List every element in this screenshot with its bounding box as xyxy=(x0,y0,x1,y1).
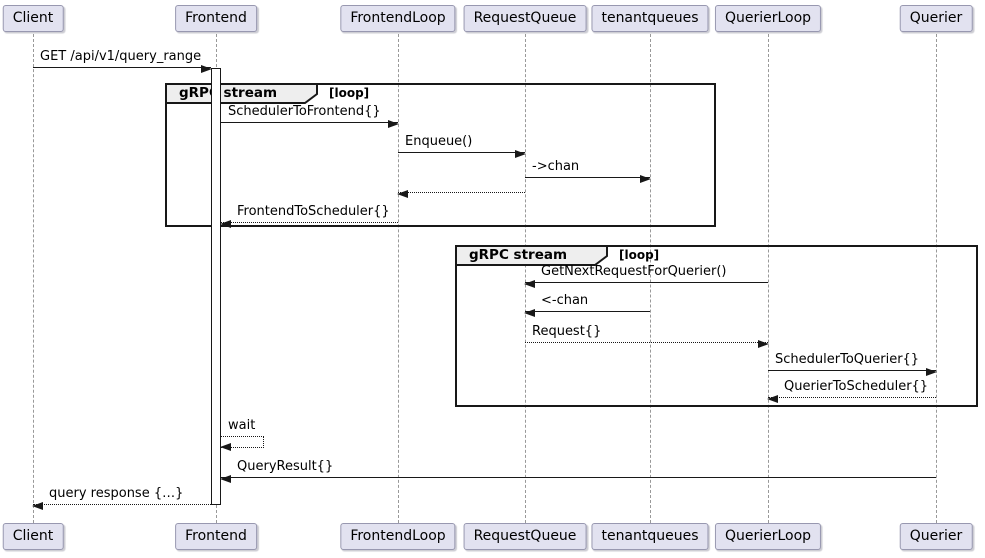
message-to-chan: ->chan xyxy=(525,159,651,183)
message-label: FrontendToScheduler{} xyxy=(237,204,390,219)
message-label: ->chan xyxy=(532,159,580,174)
message-line xyxy=(33,504,211,505)
fragment-title-pentagon-icon xyxy=(455,245,608,266)
participant-querier-top: Querier xyxy=(899,5,973,32)
fragment-grpc-stream-frontend: gRPC stream [loop] xyxy=(165,83,716,227)
lifeline-client xyxy=(33,34,34,523)
message-line xyxy=(525,177,650,178)
message-label: QueryResult{} xyxy=(237,459,334,474)
arrowhead-left-icon xyxy=(220,474,231,483)
lifeline-querierloop xyxy=(768,34,769,523)
lifeline-frontendloop xyxy=(398,34,399,523)
lifeline-querier xyxy=(936,34,937,523)
message-label: wait xyxy=(228,418,256,433)
lifeline-requestqueue xyxy=(525,34,526,523)
message-line xyxy=(398,192,525,193)
arrowhead-left-icon xyxy=(397,189,408,198)
message-request: Request{} xyxy=(525,324,769,348)
message-label: QuerierToScheduler{} xyxy=(784,379,929,394)
message-from-chan: <-chan xyxy=(524,293,650,317)
message-label: GET /api/v1/query_range xyxy=(40,49,202,64)
participant-querier-bottom: Querier xyxy=(899,523,973,550)
participant-tenantqueues-top: tenantqueues xyxy=(591,5,709,32)
message-get-next-request: GetNextRequestForQuerier() xyxy=(524,264,768,288)
arrowhead-right-icon xyxy=(201,64,212,73)
participant-frontend-bottom: Frontend xyxy=(175,523,257,550)
arrowhead-right-icon xyxy=(926,367,937,376)
fragment-operator: [loop] xyxy=(619,248,660,262)
message-label: GetNextRequestForQuerier() xyxy=(541,264,727,279)
participant-querierloop-bottom: QuerierLoop xyxy=(714,523,822,550)
message-line xyxy=(768,397,936,398)
message-line xyxy=(33,67,211,68)
message-label: Request{} xyxy=(532,324,602,339)
message-line xyxy=(221,222,398,223)
participant-requestqueue-bottom: RequestQueue xyxy=(463,523,587,550)
message-enqueue: Enqueue() xyxy=(398,134,526,158)
arrowhead-left-icon xyxy=(524,308,535,317)
participant-querierloop-top: QuerierLoop xyxy=(714,5,822,32)
message-line xyxy=(221,122,398,123)
participant-requestqueue-top: RequestQueue xyxy=(463,5,587,32)
participant-client-top: Client xyxy=(2,5,64,32)
fragment-header: gRPC stream [loop] xyxy=(165,83,395,104)
message-frontend-to-scheduler: FrontendToScheduler{} xyxy=(220,204,398,228)
arrowhead-right-icon xyxy=(640,174,651,183)
message-line xyxy=(398,152,525,153)
message-label: SchedulerToQuerier{} xyxy=(775,352,920,367)
fragment-grpc-stream-querier: gRPC stream [loop] xyxy=(455,245,978,407)
message-line xyxy=(525,311,650,312)
message-label: SchedulerToFrontend{} xyxy=(228,104,381,119)
participant-client-bottom: Client xyxy=(2,523,64,550)
fragment-operator: [loop] xyxy=(329,86,370,100)
arrowhead-left-icon xyxy=(32,501,43,510)
participant-frontendloop-top: FrontendLoop xyxy=(340,5,456,32)
arrowhead-right-icon xyxy=(388,119,399,128)
arrowhead-left-icon xyxy=(220,219,231,228)
arrowhead-left-icon xyxy=(524,279,535,288)
participant-frontend-top: Frontend xyxy=(175,5,257,32)
participant-tenantqueues-bottom: tenantqueues xyxy=(591,523,709,550)
message-wait-self: wait xyxy=(220,418,281,451)
fragment-title: gRPC stream xyxy=(469,247,568,263)
arrowhead-right-icon xyxy=(758,339,769,348)
message-querier-to-scheduler: QuerierToScheduler{} xyxy=(767,379,936,403)
message-label: Enqueue() xyxy=(405,134,473,149)
fragment-title-pentagon-icon xyxy=(165,83,318,104)
arrowhead-left-icon xyxy=(220,443,231,451)
message-line xyxy=(221,477,936,478)
message-scheduler-to-frontend: SchedulerToFrontend{} xyxy=(221,104,399,128)
message-return-unlabeled xyxy=(397,174,525,198)
message-label: <-chan xyxy=(541,293,589,308)
fragment-header: gRPC stream [loop] xyxy=(455,245,685,266)
arrowhead-left-icon xyxy=(767,394,778,403)
participant-frontendloop-bottom: FrontendLoop xyxy=(340,523,456,550)
message-query-result: QueryResult{} xyxy=(220,459,936,483)
fragment-title: gRPC stream xyxy=(179,85,278,101)
lifeline-tenantqueues xyxy=(650,34,651,523)
message-query-response: query response {…} xyxy=(32,486,211,510)
message-line xyxy=(525,282,768,283)
message-line xyxy=(768,370,936,371)
message-get-query-range: GET /api/v1/query_range xyxy=(33,49,212,73)
message-label: query response {…} xyxy=(49,486,184,501)
self-message-path xyxy=(221,436,264,448)
message-line xyxy=(525,342,768,343)
activation-bar-frontend xyxy=(211,68,221,505)
message-scheduler-to-querier: SchedulerToQuerier{} xyxy=(768,352,937,376)
arrowhead-right-icon xyxy=(515,149,526,158)
